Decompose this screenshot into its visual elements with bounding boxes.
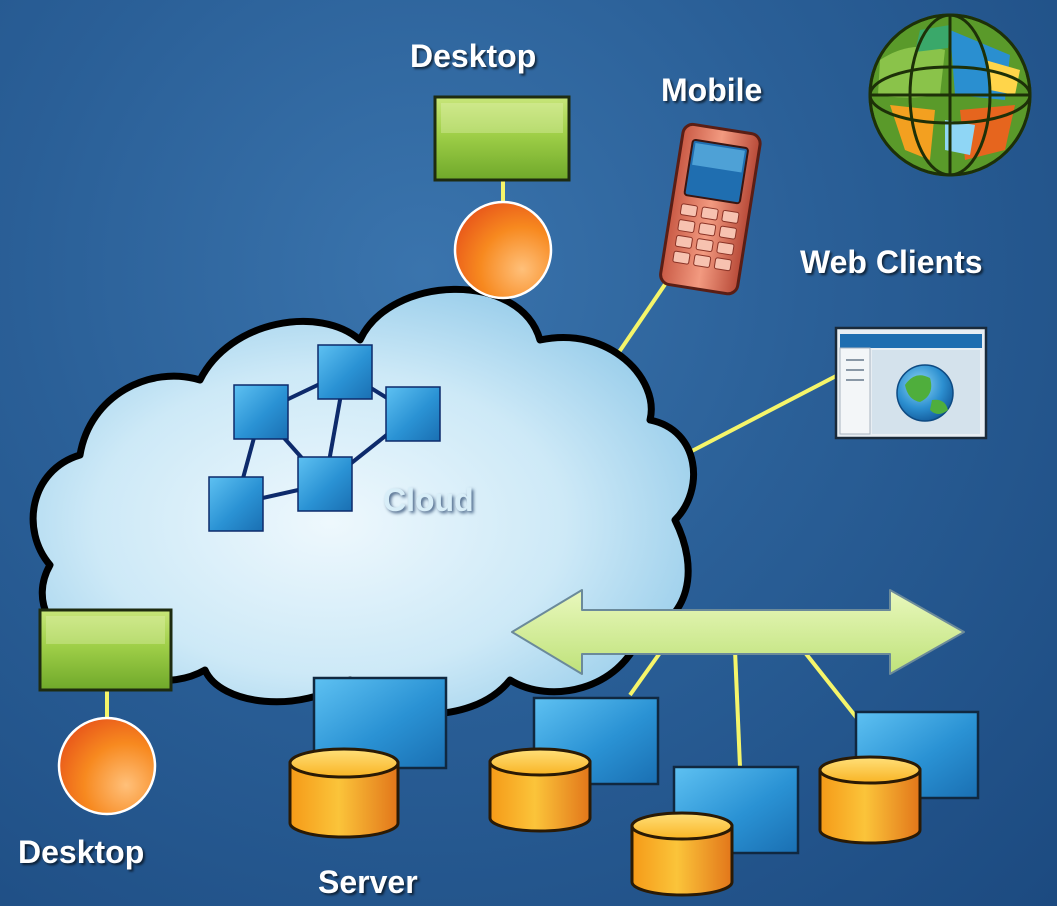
connector-mobile (615, 278, 670, 357)
bus-arrow (511, 589, 965, 675)
connector-web-client (689, 373, 839, 454)
connector-lines (105, 180, 862, 768)
connector-server-4 (801, 648, 862, 724)
server-group-4 (818, 710, 980, 845)
label-server: Server (318, 864, 418, 900)
desktop-bottom-screen (38, 608, 173, 692)
label-mobile: Mobile (661, 72, 763, 108)
desktop-bottom-circle (57, 716, 157, 816)
server-group-3 (630, 765, 800, 897)
network-node-1 (233, 384, 289, 440)
network-node-2 (317, 344, 373, 400)
connector-server-2 (628, 648, 664, 697)
globe-icon (868, 13, 1032, 177)
database-2 (488, 747, 592, 833)
database-3 (630, 811, 734, 897)
network-node-4 (297, 456, 353, 512)
server-group-1 (288, 676, 448, 839)
connector-server-3 (733, 649, 742, 768)
label-web-clients: Web Clients (800, 244, 983, 280)
database-1 (288, 747, 400, 839)
mobile-phone-icon (659, 122, 762, 296)
network-node-3 (385, 386, 441, 442)
desktop-top-node (433, 95, 571, 300)
browser-window-icon (834, 326, 988, 440)
label-desktop-bottom: Desktop (18, 834, 145, 870)
network-node-5 (208, 476, 264, 532)
desktop-top-screen (433, 95, 571, 182)
desktop-top-circle (453, 200, 553, 300)
desktop-bottom-node (38, 608, 173, 816)
network-graph (208, 344, 441, 532)
database-4 (818, 755, 922, 845)
label-cloud: Cloud (383, 482, 474, 518)
server-group-2 (488, 696, 660, 833)
label-desktop-top: Desktop (410, 38, 537, 74)
